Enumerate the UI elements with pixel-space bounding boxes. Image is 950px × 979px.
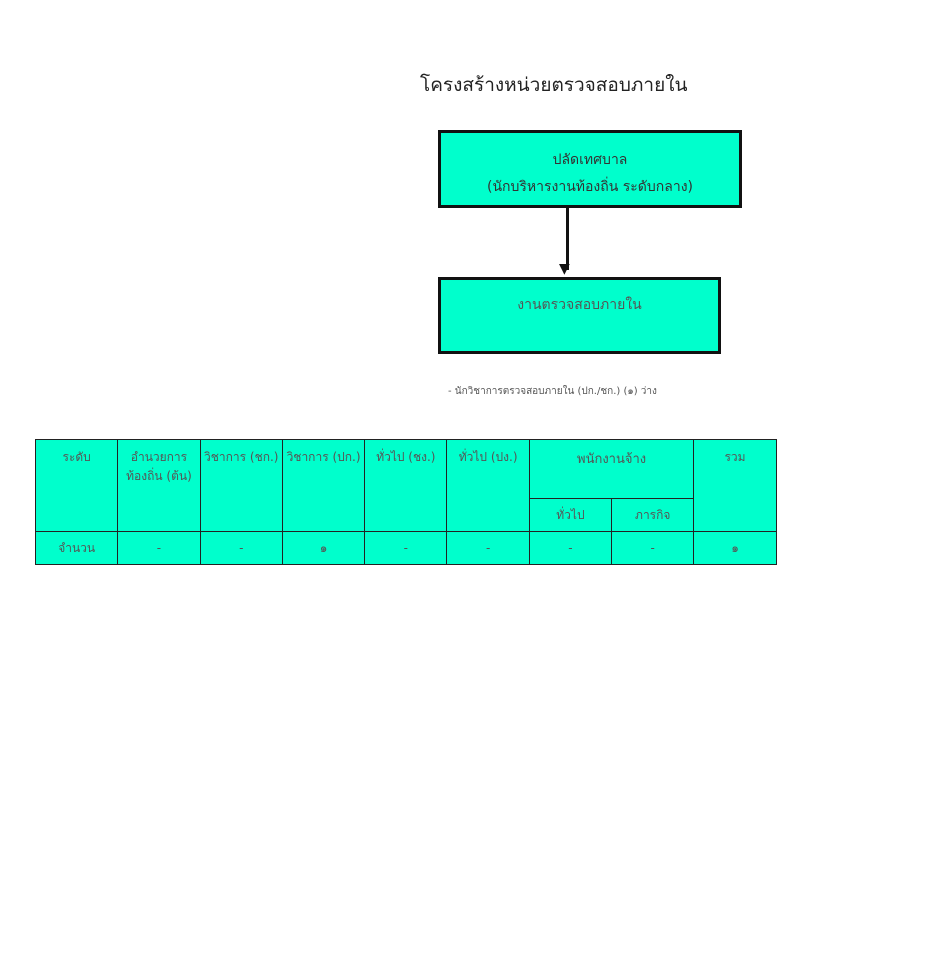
header-employees: พนักงานจ้าง: [528, 439, 695, 499]
table-cell: -: [528, 531, 613, 565]
header-general-cg: ทั่วไป (ชง.): [364, 439, 448, 532]
vacancy-note: - นักวิชาการตรวจสอบภายใน (ปก./ชก.) (๑) ว…: [448, 386, 657, 397]
table-cell: -: [611, 531, 695, 565]
row-label: จำนวน: [34, 531, 119, 565]
header-academic-ck: วิชาการ (ชก.): [199, 439, 283, 532]
header-total: รวม: [693, 439, 777, 532]
page-title: โครงสร้างหน่วยตรวจสอบภายใน: [420, 74, 688, 96]
org-box-subtitle: (นักบริหารงานท้องถิ่น ระดับกลาง): [487, 179, 693, 195]
table-cell: -: [364, 531, 448, 565]
org-box-internal-audit: งานตรวจสอบภายใน: [438, 277, 721, 354]
arrow-down-icon: ▼: [559, 261, 570, 277]
org-box-title: ปลัดเทศบาล: [552, 152, 628, 168]
header-academic-pk: วิชาการ (ปก.): [281, 439, 366, 532]
table-row: จำนวน - - ๑ - - - - ๑: [34, 531, 777, 565]
staff-table: ระดับ อำนวยการ ท้องถิ่น (ต้น) วิชาการ (ช…: [34, 439, 777, 565]
header-general-pg: ทั่วไป (ปง.): [446, 439, 530, 532]
table-cell: -: [446, 531, 530, 565]
org-box-municipal-clerk: ปลัดเทศบาล (นักบริหารงานท้องถิ่น ระดับกล…: [438, 130, 742, 208]
subheader-mission: ภารกิจ: [611, 498, 695, 532]
table-cell: -: [117, 531, 201, 565]
header-level: ระดับ: [34, 439, 119, 532]
org-box-title: งานตรวจสอบภายใน: [517, 297, 642, 313]
subheader-general: ทั่วไป: [528, 498, 613, 532]
table-cell-total: ๑: [693, 531, 777, 565]
table-cell: -: [199, 531, 283, 565]
header-director: อำนวยการ ท้องถิ่น (ต้น): [117, 439, 201, 532]
connector-line: [566, 208, 569, 270]
table-cell: ๑: [281, 531, 366, 565]
